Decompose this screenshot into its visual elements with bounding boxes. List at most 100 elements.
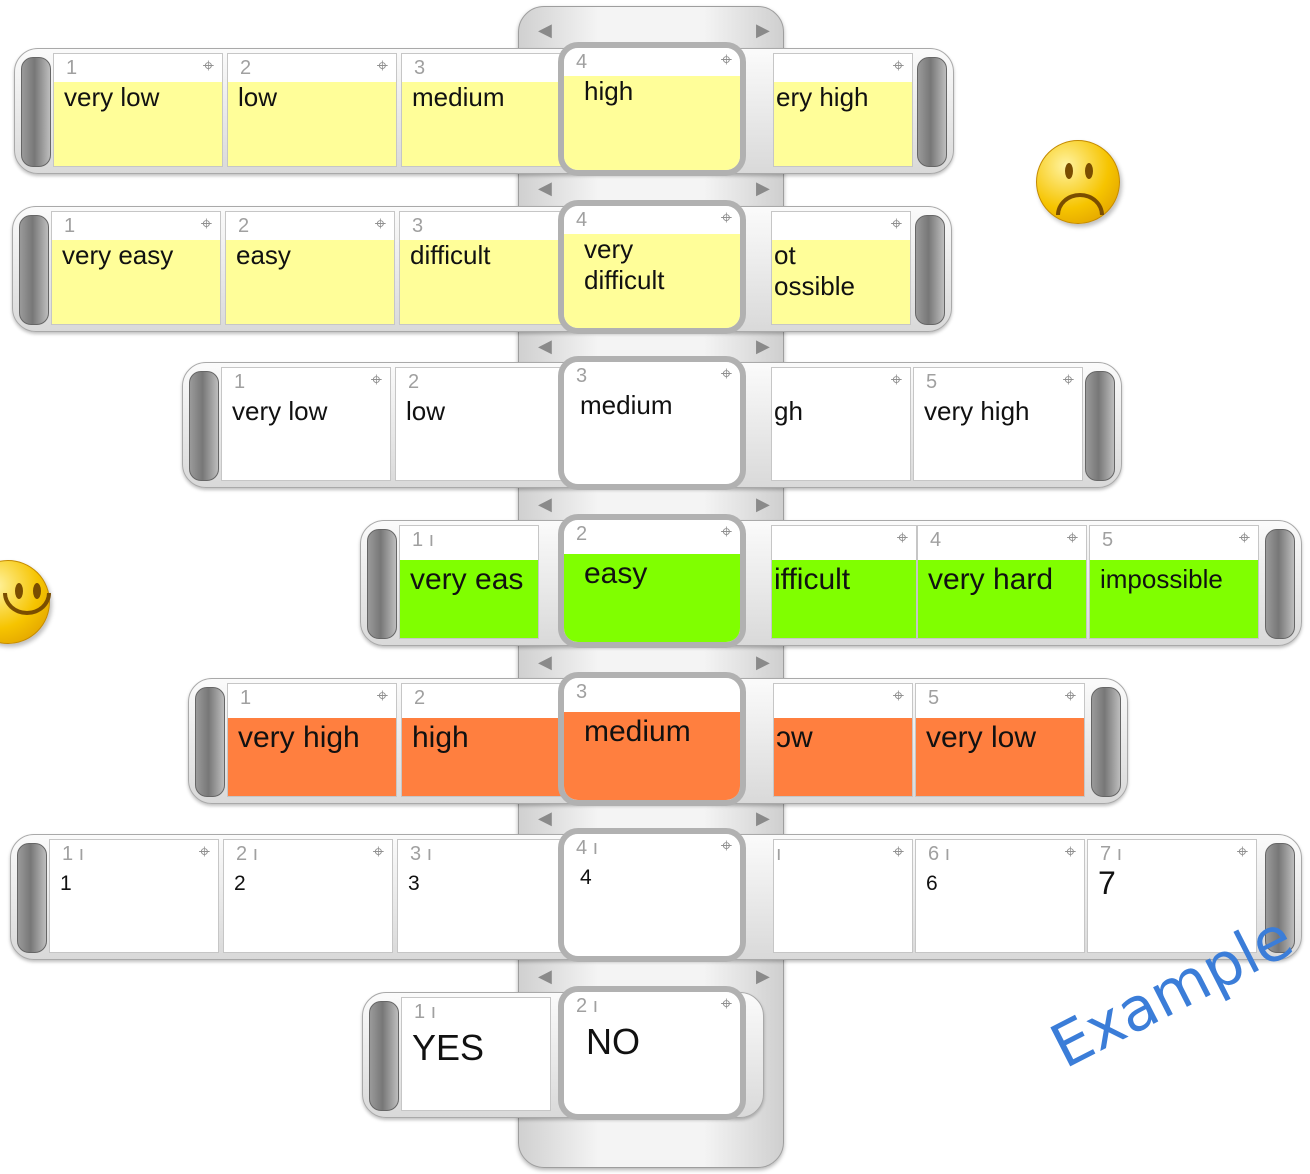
selected-cell[interactable]: 3 ⌖ medium — [564, 362, 740, 484]
cell-number: 3 — [576, 365, 588, 387]
scale-cell[interactable]: 7 ı ⌖ 7 — [1087, 839, 1257, 953]
scale-cell[interactable]: 5 ⌖ very low — [915, 683, 1085, 797]
row-left-handle[interactable] — [17, 843, 47, 953]
scale-cell[interactable]: 1 ⌖ very low — [221, 367, 391, 481]
pin-icon[interactable]: ⌖ — [720, 993, 732, 1015]
pin-icon[interactable]: ⌖ — [370, 369, 382, 391]
scale-cell[interactable]: 5 ⌖ very high — [913, 367, 1083, 481]
cell-label: medium — [580, 390, 673, 420]
pin-icon[interactable]: ⌖ — [892, 685, 904, 707]
scale-cell[interactable]: ⌖ ot ossible — [771, 211, 911, 325]
cell-number: ı — [776, 843, 782, 865]
pin-icon[interactable]: ⌖ — [720, 207, 732, 229]
scale-cell[interactable]: 2 high — [401, 683, 571, 797]
row-right-handle[interactable] — [1265, 529, 1295, 639]
arrow-left-icon[interactable]: ◀ — [538, 178, 552, 198]
scale-cell[interactable]: 2 ı ⌖ 2 — [223, 839, 393, 953]
row-left-handle[interactable] — [19, 215, 49, 325]
pin-icon[interactable]: ⌖ — [200, 213, 212, 235]
scale-cell[interactable]: 3 difficult — [399, 211, 569, 325]
pin-icon[interactable]: ⌖ — [372, 841, 384, 863]
pin-icon[interactable]: ⌖ — [1238, 527, 1250, 549]
cell-number: 1 ı — [414, 1001, 437, 1023]
eye — [15, 583, 23, 599]
arrow-right-icon[interactable]: ▶ — [756, 336, 770, 356]
pin-icon[interactable]: ⌖ — [892, 55, 904, 77]
selected-window-row-2[interactable]: 4 ⌖ very difficult — [558, 200, 746, 334]
row-left-handle[interactable] — [369, 1001, 399, 1111]
scale-cell[interactable]: 3 ı 3 — [397, 839, 567, 953]
selected-window-row-1[interactable]: 4 ⌖ high — [558, 42, 746, 176]
arrow-left-icon[interactable]: ◀ — [538, 336, 552, 356]
scale-cell[interactable]: 4 ⌖ very hard — [917, 525, 1087, 639]
selected-cell[interactable]: 2 ⌖ easy — [564, 520, 740, 642]
row-right-handle[interactable] — [1091, 687, 1121, 797]
selected-window-row-3[interactable]: 3 ⌖ medium — [558, 356, 746, 490]
scale-cell[interactable]: ⌖ ery high — [773, 53, 913, 167]
arrow-right-icon[interactable]: ▶ — [756, 494, 770, 514]
pin-icon[interactable]: ⌖ — [374, 213, 386, 235]
pin-icon[interactable]: ⌖ — [892, 841, 904, 863]
arrow-right-icon[interactable]: ▶ — [756, 966, 770, 986]
selected-window-row-7[interactable]: 2 ı ⌖ NO — [558, 986, 746, 1120]
arrow-left-icon[interactable]: ◀ — [538, 652, 552, 672]
arrow-right-icon[interactable]: ▶ — [756, 20, 770, 40]
scale-cell[interactable]: 1 ⌖ very low — [53, 53, 223, 167]
cell-label: easy — [236, 240, 291, 270]
pin-icon[interactable]: ⌖ — [1064, 841, 1076, 863]
row-right-handle[interactable] — [915, 215, 945, 325]
scale-cell[interactable]: 1 ⌖ very easy — [51, 211, 221, 325]
scale-cell[interactable]: 1 ⌖ very high — [227, 683, 397, 797]
arrow-right-icon[interactable]: ▶ — [756, 808, 770, 828]
selected-cell[interactable]: 4 ⌖ very difficult — [564, 206, 740, 328]
arrow-left-icon[interactable]: ◀ — [538, 494, 552, 514]
scale-cell[interactable]: 6 ı ⌖ 6 — [915, 839, 1085, 953]
selected-window-row-5[interactable]: 3 medium — [558, 672, 746, 806]
pin-icon[interactable]: ⌖ — [720, 521, 732, 543]
row-left-handle[interactable] — [367, 529, 397, 639]
arrow-right-icon[interactable]: ▶ — [756, 652, 770, 672]
scale-cell[interactable]: 1 ı YES — [401, 997, 551, 1111]
selected-cell[interactable]: 4 ı ⌖ 4 — [564, 834, 740, 956]
row-right-handle[interactable] — [917, 57, 947, 167]
selected-cell[interactable]: 4 ⌖ high — [564, 48, 740, 170]
selected-window-row-4[interactable]: 2 ⌖ easy — [558, 514, 746, 648]
pin-icon[interactable]: ⌖ — [1064, 685, 1076, 707]
scale-cell[interactable]: 2 ⌖ low — [227, 53, 397, 167]
scale-cell[interactable]: 2 low — [395, 367, 565, 481]
selected-cell[interactable]: 2 ı ⌖ NO — [564, 992, 740, 1114]
pin-icon[interactable]: ⌖ — [720, 363, 732, 385]
arrow-left-icon[interactable]: ◀ — [538, 966, 552, 986]
pin-icon[interactable]: ⌖ — [376, 685, 388, 707]
pin-icon[interactable]: ⌖ — [720, 835, 732, 857]
scale-cell[interactable]: ⌖ ɔw — [773, 683, 913, 797]
pin-icon[interactable]: ⌖ — [896, 527, 908, 549]
row-right-handle[interactable] — [1085, 371, 1115, 481]
pin-icon[interactable]: ⌖ — [720, 49, 732, 71]
pin-icon[interactable]: ⌖ — [202, 55, 214, 77]
scale-cell[interactable]: ⌖ gh — [771, 367, 911, 481]
scale-cell[interactable]: 1 ı ⌖ 1 — [49, 839, 219, 953]
selected-cell[interactable]: 3 medium — [564, 678, 740, 800]
scale-cell[interactable]: ⌖ ifficult — [771, 525, 917, 639]
arrow-left-icon[interactable]: ◀ — [538, 808, 552, 828]
pin-icon[interactable]: ⌖ — [376, 55, 388, 77]
pin-icon[interactable]: ⌖ — [890, 369, 902, 391]
pin-icon[interactable]: ⌖ — [1236, 841, 1248, 863]
arrow-left-icon[interactable]: ◀ — [538, 20, 552, 40]
pin-icon[interactable]: ⌖ — [1062, 369, 1074, 391]
scale-cell[interactable]: 5 ⌖ impossible — [1089, 525, 1259, 639]
arrow-right-icon[interactable]: ▶ — [756, 178, 770, 198]
row-left-handle[interactable] — [189, 371, 219, 481]
pin-icon[interactable]: ⌖ — [1066, 527, 1078, 549]
row-right-handle[interactable] — [1265, 843, 1295, 953]
scale-cell[interactable]: 3 medium — [401, 53, 571, 167]
row-left-handle[interactable] — [195, 687, 225, 797]
pin-icon[interactable]: ⌖ — [198, 841, 210, 863]
row-left-handle[interactable] — [21, 57, 51, 167]
scale-cell[interactable]: 1 ı very eas — [399, 525, 539, 639]
pin-icon[interactable]: ⌖ — [890, 213, 902, 235]
selected-window-row-6[interactable]: 4 ı ⌖ 4 — [558, 828, 746, 962]
scale-cell[interactable]: ı ⌖ — [773, 839, 913, 953]
scale-cell[interactable]: 2 ⌖ easy — [225, 211, 395, 325]
